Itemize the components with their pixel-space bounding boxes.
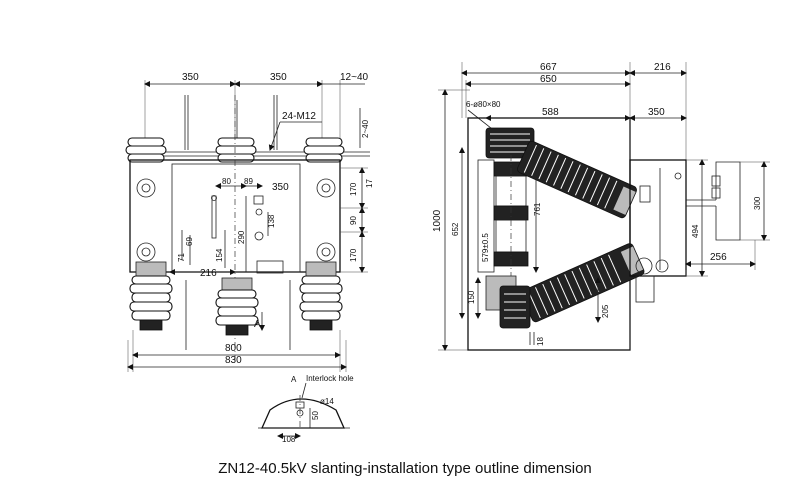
dim-588: 588 (542, 107, 559, 118)
drawing-caption: ZN12-40.5kV slanting-installation type o… (218, 460, 592, 477)
bolt-label: 24-M12 (282, 111, 316, 122)
dim-800: 800 (225, 343, 242, 354)
dim-89: 89 (244, 177, 253, 186)
dim-350-left: 350 (182, 72, 199, 83)
dim-650: 650 (540, 74, 557, 85)
detail-a: A Interlock hole ø14 50 108 (258, 374, 354, 444)
upper-horizontal-bushing (485, 127, 535, 159)
dim-71: 71 (177, 253, 186, 262)
view-a-marker: A (254, 319, 261, 330)
holes-label: 6-ø80×80 (466, 100, 501, 109)
top-bushing-left (125, 137, 167, 163)
lower-slanted-bushing (520, 243, 645, 323)
dim-300: 300 (753, 196, 762, 210)
lower-horizontal-bushing: 18 (485, 275, 545, 346)
dim-1000: 1000 (432, 209, 443, 232)
dim-2-40: 2~40 (361, 119, 370, 138)
dim-80: 80 (222, 177, 231, 186)
dim-256: 256 (710, 252, 727, 263)
dim-50-detail: 50 (311, 411, 320, 420)
dim-216-side: 216 (654, 62, 671, 73)
bottom-bushing-middle (215, 277, 259, 336)
dim-652: 652 (451, 222, 460, 236)
dim-150: 150 (467, 290, 476, 304)
dim-350-side: 350 (648, 107, 665, 118)
dim-69: 69 (185, 237, 194, 246)
dim-579: 579±0.5 (481, 233, 490, 262)
label-350: 350 (272, 182, 289, 193)
dim-350-right: 350 (270, 72, 287, 83)
bottom-bushing-left (129, 261, 173, 331)
bottom-bushing-right (299, 261, 343, 331)
top-bushing-middle (215, 137, 257, 163)
top-bushing-right (303, 137, 345, 163)
front-view: 350 350 12~40 24-M12 2~40 (125, 72, 374, 372)
side-view: 667 650 216 6-ø80×80 588 350 1000 652 (432, 62, 770, 351)
dim-667: 667 (540, 62, 557, 73)
dim-90: 90 (349, 216, 358, 225)
dim-494: 494 (691, 224, 700, 238)
dim-290: 290 (237, 230, 246, 244)
dim-138: 138 (267, 214, 276, 228)
mechanism-box (629, 159, 716, 303)
interlock-hole-label: Interlock hole (306, 374, 354, 383)
dim-170-top: 170 (349, 182, 358, 196)
dim-216: 216 (200, 268, 217, 279)
dim-154: 154 (215, 248, 224, 262)
dim-830: 830 (225, 355, 242, 366)
dim-170-bottom: 170 (349, 248, 358, 262)
dim-18: 18 (536, 337, 545, 346)
detail-a-label: A (291, 375, 297, 384)
dim-205: 205 (601, 304, 610, 318)
rear-linkage (711, 161, 741, 241)
dim-761: 761 (533, 202, 542, 216)
dia-14: ø14 (320, 397, 334, 406)
dim-108: 108 (282, 435, 296, 444)
dim-17: 17 (365, 179, 374, 188)
vacuum-interrupter: 761 579±0.5 (477, 155, 542, 285)
dim-12-40: 12~40 (340, 72, 369, 83)
